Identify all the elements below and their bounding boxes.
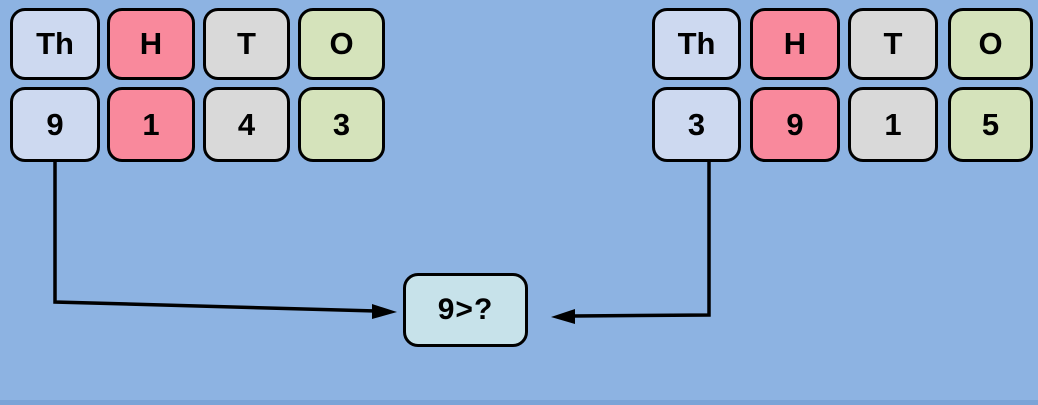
right-digit-ones: 5 [948, 87, 1033, 162]
right-digit-thousands: 3 [652, 87, 741, 162]
left-digit-thousands: 9 [10, 87, 100, 162]
right-header-thousands: Th [652, 8, 741, 80]
right-header-ones: O [948, 8, 1033, 80]
left-header-tens: T [203, 8, 290, 80]
bottom-edge [0, 400, 1038, 405]
left-digit-tens: 4 [203, 87, 290, 162]
left-digit-ones: 3 [298, 87, 385, 162]
right-header-tens: T [848, 8, 938, 80]
right-digit-tens: 1 [848, 87, 938, 162]
comparison-box: 9>? [403, 273, 528, 347]
right-header-hundreds: H [750, 8, 840, 80]
left-header-thousands: Th [10, 8, 100, 80]
right-digit-hundreds: 9 [750, 87, 840, 162]
right-arrow [551, 160, 711, 324]
left-header-ones: O [298, 8, 385, 80]
left-digit-hundreds: 1 [107, 87, 195, 162]
left-arrow [53, 160, 397, 319]
left-header-hundreds: H [107, 8, 195, 80]
